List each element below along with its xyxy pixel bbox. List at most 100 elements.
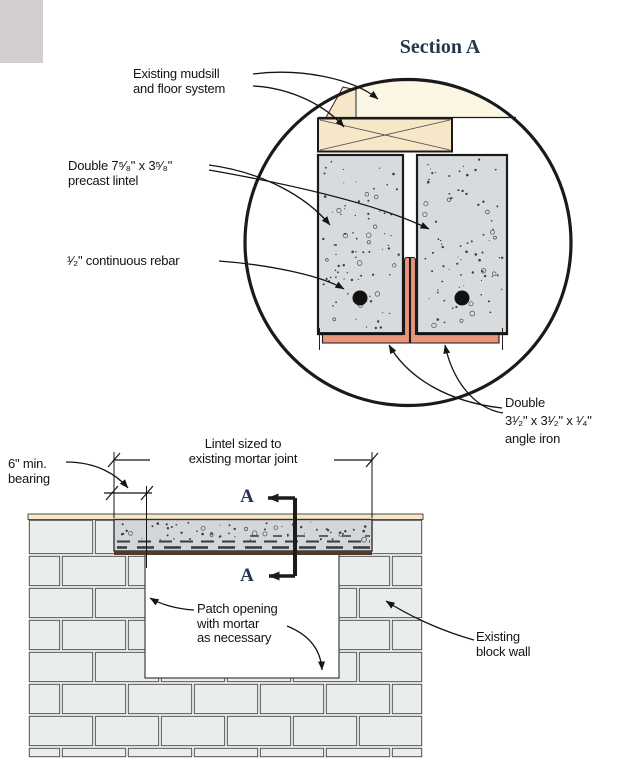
stipple-dot	[330, 160, 333, 163]
stipple-dot	[469, 310, 476, 317]
stipple-dot	[379, 210, 381, 212]
page-corner-decoration	[0, 0, 43, 63]
leader-angle-left	[388, 344, 503, 409]
stipple-dot	[440, 239, 442, 242]
stipple-dot	[490, 220, 493, 222]
stipple-dot	[442, 265, 445, 268]
mudsill-label-line1: Existing mudsill	[133, 66, 220, 81]
stipple-dot	[437, 289, 439, 291]
stipple-dot	[485, 209, 490, 215]
stipple-dot	[347, 292, 349, 295]
stipple-dot	[451, 307, 454, 310]
stipple-dot	[173, 538, 175, 540]
stipple-dot	[344, 208, 346, 210]
leader-bearing	[65, 461, 129, 489]
stipple-dot	[362, 251, 365, 254]
rebar-dot-right	[454, 290, 470, 306]
stipple-dot	[355, 251, 357, 253]
wall-block	[28, 519, 94, 555]
stipple-dot	[175, 523, 178, 526]
section-a-detail	[208, 71, 573, 414]
stipple-dot	[325, 257, 329, 262]
stipple-dot	[244, 527, 249, 531]
stipple-dot	[352, 528, 355, 531]
stipple-dot	[493, 235, 497, 240]
stipple-dot	[331, 538, 334, 541]
stipple-dot	[165, 523, 168, 526]
stipple-dot	[126, 530, 128, 532]
stipple-dot	[344, 205, 347, 207]
stipple-dot	[487, 300, 490, 303]
stipple-dot	[456, 262, 459, 265]
stipple-dot	[383, 212, 386, 215]
stipple-dot	[335, 276, 337, 278]
stipple-dot	[159, 539, 161, 541]
lintel-dimension-label: Lintel sized to existing mortar joint	[151, 436, 335, 466]
stipple-dot	[448, 192, 451, 195]
stipple-dot	[329, 276, 332, 279]
stipple-dot	[455, 305, 458, 309]
stipple-dot	[324, 166, 327, 169]
stipple-dot	[491, 276, 493, 278]
stipple-dot	[125, 529, 128, 532]
stipple-dot	[323, 195, 327, 198]
stipple-dot	[450, 197, 453, 200]
stipple-dot	[441, 243, 443, 245]
stipple-dot	[387, 244, 389, 247]
stipple-dot	[437, 238, 440, 241]
stipple-dot	[200, 525, 206, 531]
stipple-dot	[264, 528, 266, 531]
concrete-stipple	[322, 158, 504, 330]
stipple-dot	[446, 197, 451, 202]
stipple-dot	[364, 192, 370, 197]
patch-opening-label: Patch opening with mortar as necessary	[197, 601, 278, 646]
stipple-dot	[457, 256, 459, 258]
stipple-dot	[386, 184, 389, 186]
bearing-label-line2: bearing	[8, 471, 50, 486]
floor-joist-end	[325, 86, 357, 118]
stipple-dot	[363, 525, 367, 528]
stipple-dot	[310, 521, 312, 523]
angle-label-line3: angle iron	[505, 431, 561, 446]
stipple-dot	[481, 270, 484, 273]
stipple-dot	[374, 326, 377, 330]
stipple-dot	[265, 522, 268, 525]
stipple-dot	[355, 256, 357, 259]
stipple-dot	[428, 178, 430, 181]
stipple-dot	[459, 245, 462, 248]
stipple-dot	[434, 171, 437, 173]
stipple-dot	[458, 286, 460, 288]
angle-label-line1: Double	[505, 395, 545, 410]
stipple-dot	[351, 250, 354, 254]
stipple-dot	[382, 248, 383, 250]
wall-opening	[144, 552, 340, 679]
stipple-dot	[494, 168, 497, 171]
stipple-dot	[355, 318, 357, 320]
leader-patch-sill	[286, 625, 326, 671]
stipple-dot	[461, 189, 464, 193]
stipple-dot	[201, 532, 204, 536]
dim-extension-lines	[113, 452, 373, 518]
wall-block	[193, 683, 259, 715]
stipple-dot	[366, 240, 371, 245]
stipple-dot	[322, 283, 325, 286]
stipple-dot	[459, 318, 464, 323]
stipple-dot	[210, 532, 213, 535]
floor-system-area	[326, 79, 571, 118]
section-title: Section A	[399, 36, 481, 58]
leader-patch-edge	[149, 597, 195, 611]
stipple-dot	[483, 274, 487, 278]
stipple-dot	[468, 301, 474, 307]
patch-label-line1: Patch opening	[197, 601, 278, 616]
stipple-dot	[478, 258, 481, 262]
stipple-dot	[477, 203, 480, 206]
stipple-dot	[234, 536, 236, 538]
wall-block	[28, 747, 61, 758]
stipple-dot	[389, 274, 391, 276]
stipple-dot	[365, 326, 368, 328]
wall-block	[28, 555, 61, 587]
wall-block	[94, 715, 160, 747]
stipple-dot	[128, 530, 133, 536]
rebar-dot-left	[352, 290, 368, 306]
stipple-dot	[369, 300, 373, 303]
